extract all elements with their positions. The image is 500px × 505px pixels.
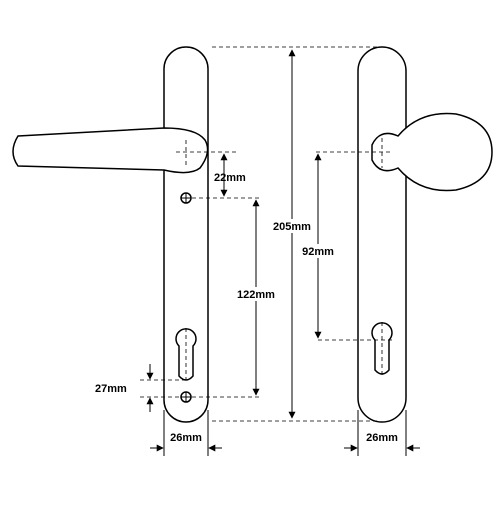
right-backplate xyxy=(316,46,493,423)
label-22mm: 22mm xyxy=(214,172,246,184)
dim-knob-to-cylinder: 92mm xyxy=(296,153,340,339)
right-cylinder-cutout xyxy=(371,322,393,375)
dim-right-width: 26mm xyxy=(344,410,420,456)
dim-left-width: 26mm xyxy=(150,410,222,456)
label-205mm: 205mm xyxy=(273,221,311,233)
label-26mm-left: 26mm xyxy=(170,432,202,444)
left-backplate xyxy=(12,46,236,423)
knob-handle xyxy=(371,112,493,192)
label-122mm: 122mm xyxy=(237,289,275,301)
dim-cylinder-to-screw: 27mm xyxy=(95,364,186,412)
label-92mm: 92mm xyxy=(302,246,334,258)
dim-lever-to-screw: 22mm xyxy=(192,153,262,199)
label-26mm-right: 26mm xyxy=(366,432,398,444)
dim-screw-to-screw: 122mm xyxy=(192,199,282,398)
lever-handle xyxy=(12,127,209,174)
label-27mm: 27mm xyxy=(95,383,127,395)
dim-plate-length: 205mm xyxy=(212,46,380,422)
